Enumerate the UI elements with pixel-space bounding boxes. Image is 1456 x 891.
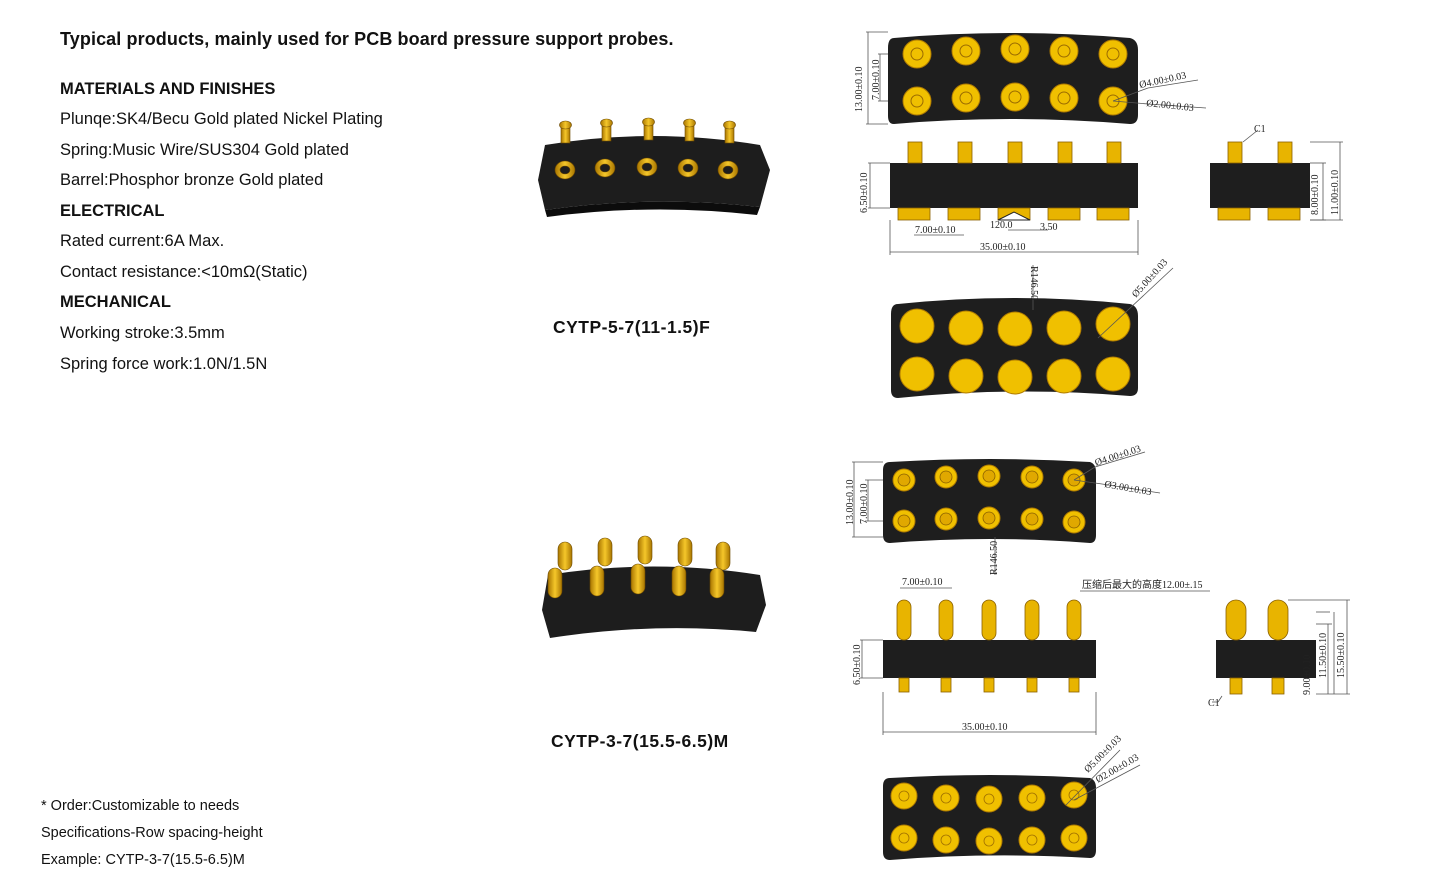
spec-resistance: Contact resistance:<10mΩ(Static) [60,263,308,281]
spec-plunger: Plunqe:SK4/Becu Gold plated Nickel Plati… [60,110,383,128]
product-2-image [542,535,766,638]
product-2-model: CYTP-3-7(15.5-6.5)M [551,731,729,751]
d1-tip: 3.50 [1040,222,1058,233]
d1-side-h2: 11.00±0.10 [1330,170,1341,215]
d1-row-pitch: 7.00±0.10 [871,60,882,101]
note-spec-format: Specifications-Row spacing-height [41,825,263,841]
d2-dia-outer: Ø4.00±0.03 [1094,444,1143,469]
d2-row-pitch: 7.00±0.10 [859,484,870,525]
d2-compressed-note: 压缩后最大的高度12.00±.15 [1082,578,1203,591]
d2-body-height: 6.50±0.10 [852,645,863,686]
note-order: * Order:Customizable to needs [41,798,240,814]
mechanical-heading: MECHANICAL [60,293,171,311]
d2-pitch: 7.00±0.10 [902,577,943,588]
d1-body-height: 6.50±0.10 [859,173,870,214]
d1-pitch: 7.00±0.10 [915,225,956,236]
d1-dia-inner: Ø2.00±0.03 [1146,98,1195,114]
d1-side-h1: 8.00±0.10 [1310,175,1321,216]
d2-side-h1: 9.00±0.10 [1302,655,1313,696]
d2-length: 35.00±0.10 [962,722,1008,733]
spec-current: Rated current:6A Max. [60,232,225,250]
drawing-2: 13.00±0.10 7.00±0.10 Ø4.00±0.03 Ø3.00±0.… [845,444,1350,860]
d2-side-h2: 11.50±0.10 [1318,633,1329,678]
product-1-model: CYTP-5-7(11-1.5)F [553,317,711,337]
d1-chamfer: C1 [1254,124,1266,135]
d1-height-total: 13.00±0.10 [854,67,865,113]
d1-dia-bottom: Ø5.00±0.03 [1130,257,1170,300]
drawing-1: 13.00±0.10 7.00±0.10 Ø4.00±0.03 Ø2.00±0.… [854,31,1343,398]
d2-height-total: 13.00±0.10 [845,480,856,526]
spec-barrel: Barrel:Phosphor bronze Gold plated [60,171,324,189]
spec-force: Spring force work:1.0N/1.5N [60,355,268,373]
d1-radius: R146.50 [1028,266,1039,300]
spec-stroke: Working stroke:3.5mm [60,324,225,342]
product-1-image [538,117,770,217]
spec-spring: Spring:Music Wire/SUS304 Gold plated [60,141,349,159]
d2-dia-inner: Ø3.00±0.03 [1103,479,1152,498]
page-headline: Typical products, mainly used for PCB bo… [60,29,674,49]
materials-heading: MATERIALS AND FINISHES [60,80,276,98]
d2-radius: R146.50 [989,541,1000,575]
d1-angle: 120.0 [990,220,1013,231]
note-example: Example: CYTP-3-7(15.5-6.5)M [41,852,245,868]
d2-side-h3: 15.50±0.10 [1336,633,1347,679]
d1-length: 35.00±0.10 [980,242,1026,253]
d1-dia-outer: Ø4.00±0.03 [1138,70,1187,91]
electrical-heading: ELECTRICAL [60,202,165,220]
d2-chamfer: C1 [1208,698,1220,709]
